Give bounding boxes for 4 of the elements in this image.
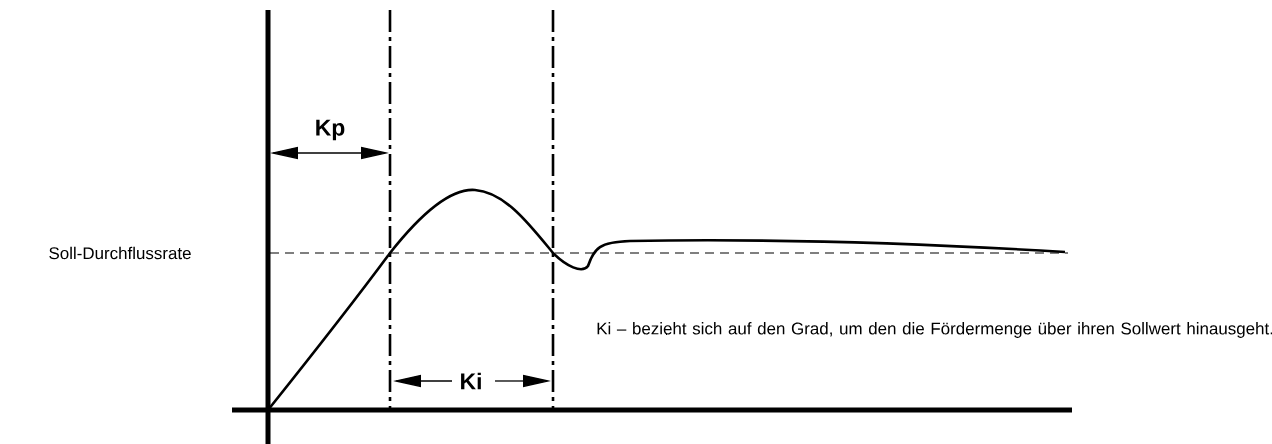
dimension-label: Ki <box>461 372 481 390</box>
axis-label: Soll-Durchflussrate <box>49 246 191 260</box>
dimension-label: Kp <box>316 119 345 141</box>
note-text: Ki – bezieht sich auf den Grad, um den die Fördermenge über ihren Sollwert hinausgeht. <box>597 322 1272 338</box>
